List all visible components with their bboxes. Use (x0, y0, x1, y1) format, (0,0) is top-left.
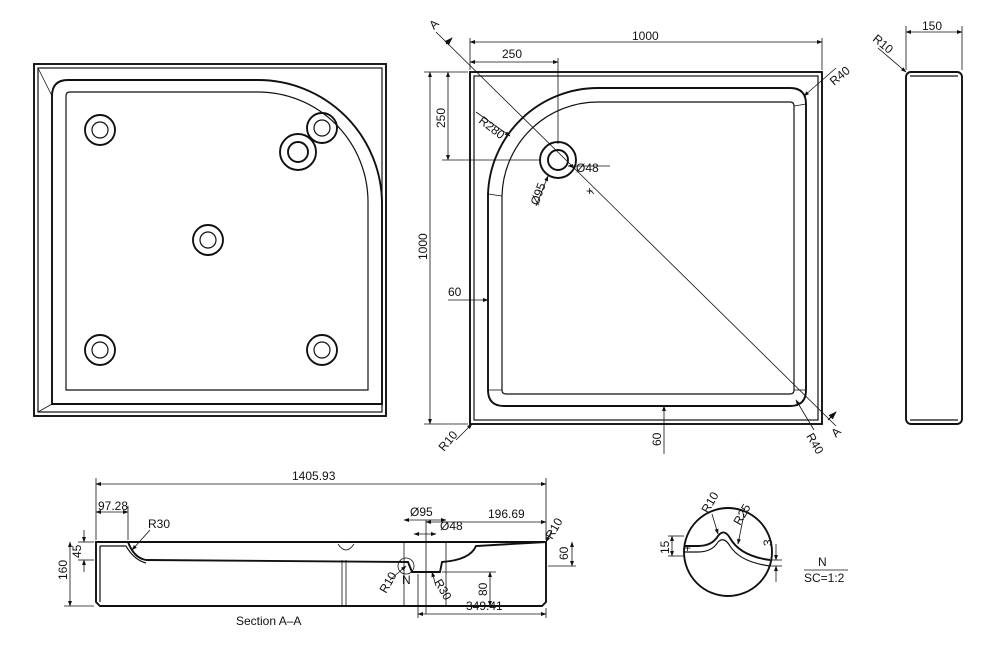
section-mark-bottom: A (828, 425, 844, 441)
detail-scale: SC=1:2 (804, 571, 845, 585)
detail-mark-n: N (402, 573, 411, 587)
dim-h80: 80 (476, 582, 490, 596)
dim-r280: R280 (476, 113, 507, 142)
side-view-dimensions: 150 R10 (870, 19, 963, 73)
detail-view: + (683, 507, 773, 597)
dim-r10-drain: R10 (376, 569, 399, 595)
section-mark-top: A (426, 17, 442, 33)
dim-height: 1000 (416, 233, 430, 260)
dim-right-offset: 196.69 (488, 507, 525, 521)
dim-rim-left: 60 (448, 285, 462, 299)
dim-h160: 160 (56, 560, 70, 580)
section-caption: Section A–A (236, 614, 301, 628)
dim-r30-left: R30 (148, 517, 170, 531)
dim-rim-bottom: 60 (650, 432, 664, 446)
dim-r30-drain: R30 (431, 577, 454, 603)
detail-dimensions: R10 R25 15 3 (658, 489, 782, 582)
top-view: + A A (426, 17, 844, 441)
dim-h45: 45 (70, 544, 84, 558)
support-foot (306, 334, 338, 366)
dim-corner-offset: 250 (502, 47, 522, 61)
dim-detail-h15: 15 (658, 540, 672, 554)
center-mark: + (586, 184, 593, 198)
detail-center-mark: + (684, 541, 691, 555)
dim-side-width: 150 (922, 19, 942, 33)
dim-left-offset: 97.28 (98, 499, 128, 513)
dim-width: 1000 (632, 29, 659, 43)
drain-outlet (279, 133, 317, 171)
dim-r40-bottom: R40 (803, 431, 826, 457)
dim-total-length: 1405.93 (292, 469, 336, 483)
dim-r10: R10 (436, 428, 461, 454)
dim-detail-r10: R10 (698, 489, 721, 515)
support-foot (306, 112, 338, 144)
support-foot (84, 114, 116, 146)
dim-section-d95: Ø95 (410, 505, 433, 519)
drain-outlet (539, 141, 577, 179)
support-foot (84, 334, 116, 366)
dim-side-r10: R10 (870, 32, 896, 57)
section-dimensions: 1405.93 97.28 R30 Ø95 Ø48 196.69 R10 45 … (56, 469, 576, 618)
dim-r40-top: R40 (827, 63, 853, 88)
side-view (905, 71, 963, 425)
dim-drain-pos: 349.41 (466, 599, 503, 613)
dim-section-d48: Ø48 (440, 519, 463, 533)
detail-title: N (818, 555, 827, 569)
dim-d95: Ø95 (528, 181, 549, 207)
top-view-dimensions: 1000 250 1000 250 R280 R40 R40 R10 Ø48 Ø… (416, 29, 853, 457)
support-foot (192, 224, 224, 256)
bottom-view (33, 63, 387, 417)
dim-corner-offset-v: 250 (434, 108, 448, 128)
dim-h60: 60 (557, 546, 571, 560)
dim-detail-h3: 3 (761, 539, 775, 546)
dim-d48: Ø48 (576, 161, 599, 175)
